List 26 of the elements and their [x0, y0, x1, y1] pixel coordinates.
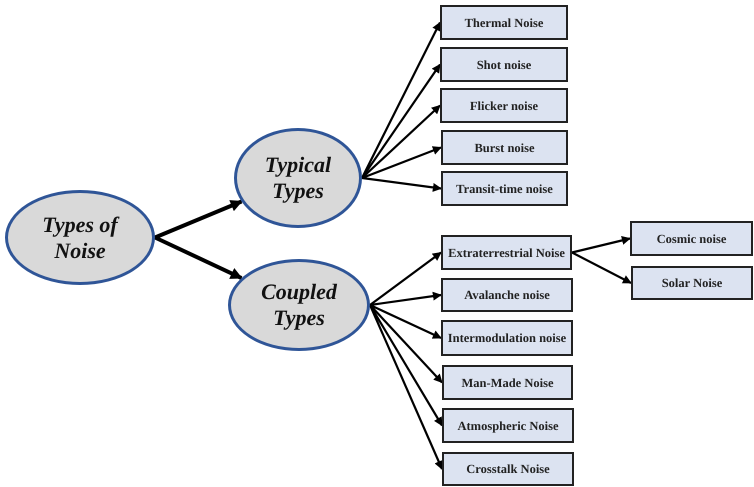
- noise-type-box: Avalanche noise: [441, 278, 573, 312]
- noise-type-box: Shot noise: [440, 47, 568, 82]
- noise-type-box: Flicker noise: [440, 88, 568, 123]
- noise-type-box: Atmospheric Noise: [442, 408, 574, 443]
- category-ellipse: Coupled Types: [228, 259, 370, 351]
- arrow: [370, 292, 442, 306]
- arrow: [362, 146, 442, 180]
- noise-type-box: Thermal Noise: [440, 5, 568, 40]
- noise-type-box: Intermodulation noise: [441, 320, 573, 356]
- noise-type-box: Transit-time noise: [441, 171, 568, 206]
- noise-type-box: Solar Noise: [631, 266, 753, 300]
- category-ellipse: Types of Noise: [5, 190, 155, 285]
- arrow: [572, 236, 631, 254]
- arrow: [370, 304, 442, 339]
- noise-type-box: Man-Made Noise: [442, 365, 573, 400]
- noise-type-box: Cosmic noise: [630, 221, 753, 256]
- noise-type-box: Burst noise: [441, 130, 568, 165]
- arrow: [361, 22, 441, 178]
- arrow: [362, 176, 442, 192]
- noise-type-box: Crosstalk Noise: [442, 452, 574, 486]
- arrow: [369, 252, 442, 306]
- noise-type-box: Extraterrestrial Noise: [441, 235, 572, 270]
- arrow: [572, 252, 632, 284]
- arrow: [154, 200, 243, 240]
- category-ellipse: Typical Types: [234, 128, 362, 228]
- arrow: [154, 236, 243, 280]
